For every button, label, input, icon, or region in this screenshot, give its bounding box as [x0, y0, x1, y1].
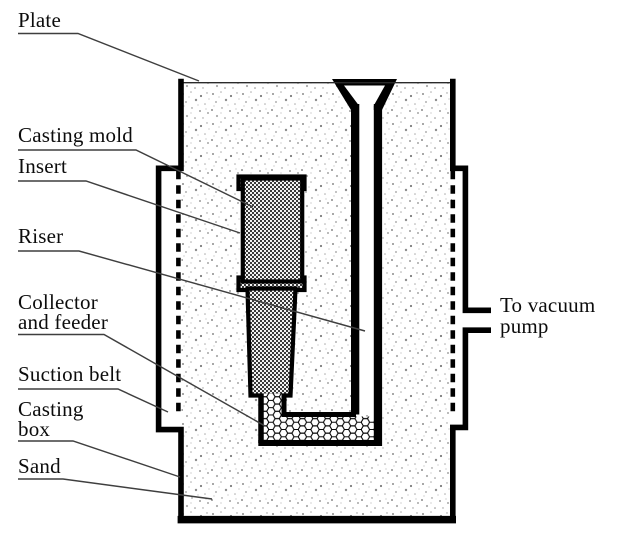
label-collector-feeder-line1: Collector — [18, 290, 98, 314]
label-to-vacuum-pump: To vacuum pump — [500, 295, 595, 337]
casting-mold-insert — [236, 174, 307, 398]
label-plate: Plate — [18, 8, 61, 32]
collector-and-feeder — [258, 393, 382, 446]
insert-body — [240, 176, 305, 284]
box-left-wall — [155, 78, 184, 519]
label-insert: Insert — [18, 154, 68, 178]
label-collector-feeder: Collector and feeder — [18, 290, 109, 334]
label-suction-belt: Suction belt — [18, 362, 122, 386]
sand-fill — [181, 83, 452, 518]
leader-riser — [18, 250, 366, 332]
casting-box-outline — [155, 78, 491, 524]
mold-cone — [245, 286, 298, 398]
pouring-funnel — [332, 79, 397, 415]
leader-insert — [18, 180, 241, 234]
label-to-vacuum-pump-line1: To vacuum — [500, 293, 596, 317]
leader-suction-belt — [18, 388, 169, 413]
box-right-wall-vacuum-port — [450, 78, 491, 519]
label-casting-box-line1: Casting — [18, 397, 84, 421]
label-riser: Riser — [18, 224, 64, 248]
label-to-vacuum-pump-line2: pump — [500, 314, 549, 338]
label-collector-feeder-line2: and feeder — [18, 309, 109, 334]
leader-collector-feeder — [18, 333, 266, 427]
leader-casting-box — [18, 440, 181, 478]
label-casting-mold: Casting mold — [18, 123, 133, 147]
riser-channel — [358, 104, 374, 415]
label-casting-box-line2: box — [18, 416, 51, 441]
leader-sand — [18, 478, 213, 500]
riser-left-wall — [351, 104, 360, 415]
riser-right-wall — [373, 104, 383, 446]
leader-lines — [18, 32, 366, 500]
leader-plate — [18, 32, 200, 82]
leader-casting-mold — [18, 149, 254, 208]
label-casting-box: Casting box — [18, 397, 84, 441]
riser-tube — [351, 104, 383, 446]
label-sand: Sand — [18, 454, 61, 478]
